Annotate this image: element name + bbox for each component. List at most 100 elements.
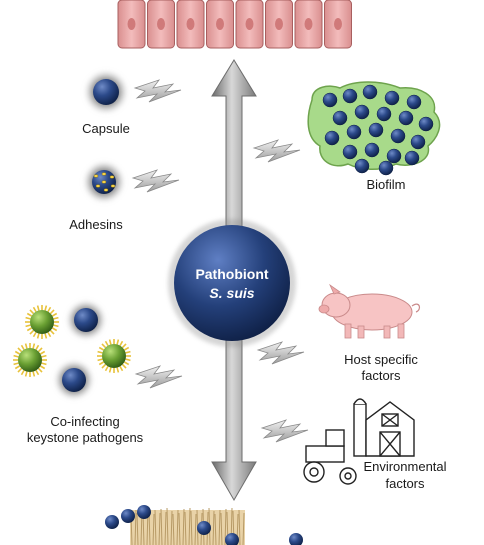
tissue-villus [188, 507, 191, 545]
pathogen-fimbria [24, 371, 28, 377]
biofilm-icon [307, 81, 441, 176]
biofilm-bacterium [376, 106, 392, 122]
pathogen-fimbria [121, 363, 127, 369]
pathogen-fimbria [123, 361, 130, 366]
lightning-bolt-icon [257, 341, 305, 365]
pathogen-fimbria [41, 354, 47, 358]
environmental-factors-label-line1: Environmental [363, 459, 447, 474]
species-label: S. suis [209, 285, 255, 301]
pathogen-fimbria [51, 312, 58, 317]
pathogen-fimbria [32, 306, 37, 313]
pathogen-fimbria [101, 343, 107, 349]
pathogen-fimbria [37, 347, 43, 353]
biofilm-bacterium [364, 142, 380, 158]
pathogen-fimbria [20, 369, 25, 376]
pathogen-fimbria [36, 305, 40, 311]
cell-nucleus [186, 18, 195, 30]
lightning-bolt-icon [253, 139, 301, 163]
cell-nucleus [127, 18, 136, 30]
pig-icon [318, 283, 421, 339]
tissue-villus [220, 512, 223, 545]
tissue-villus [152, 513, 155, 545]
tissue-villus [214, 513, 217, 545]
tissue-villus [160, 508, 163, 545]
biofilm-bacterium [404, 150, 420, 166]
tissue-villus [218, 509, 221, 545]
pathogen-fimbria [14, 350, 21, 355]
pathogen-fimbria [26, 312, 33, 317]
pathogen-fimbria [29, 309, 35, 315]
biofilm-bacterium [346, 124, 362, 140]
pathogen-fimbria [101, 363, 107, 369]
pathogen-fimbria [51, 327, 58, 332]
pathogen-fimbria [13, 354, 19, 358]
lightning-bolt-icon [135, 365, 183, 389]
biofilm-bacterium [322, 92, 338, 108]
adhesins-label: Adhesins [69, 217, 123, 232]
pathogen-fimbria [14, 365, 21, 370]
tissue-villus [154, 509, 157, 545]
biofilm-bacterium [384, 90, 400, 106]
biofilm-bacterium [378, 160, 394, 176]
pathogen-fimbria [49, 309, 55, 315]
coinfecting-pathogens-icon [13, 300, 131, 400]
blue-pathogen [62, 368, 86, 392]
tissue-villus [172, 513, 175, 545]
host-factors-label-line1: Host specific [344, 352, 418, 367]
capsule-bacterium-icon [84, 70, 128, 114]
pathogen-fimbria [35, 369, 40, 376]
green-pathogen [18, 348, 42, 372]
coinfecting-label-line1: Co-infecting [50, 414, 120, 429]
tissue-villus [170, 510, 173, 545]
blue-pathogen [74, 308, 98, 332]
tissue-bacterium [289, 533, 303, 545]
tissue-villus [134, 509, 137, 545]
pathogen-fimbria [119, 340, 124, 347]
pathogen-fimbria [123, 346, 130, 351]
pathogen-fimbria [25, 316, 31, 320]
pathogen-fimbria [20, 344, 25, 351]
cell-nucleus [157, 18, 165, 30]
biofilm-bacterium [398, 110, 414, 126]
pathogen-fimbria [108, 367, 112, 373]
pathogen-fimbria [104, 340, 109, 347]
pathobiont-label: Pathobiont [195, 266, 269, 282]
cell-nucleus [275, 18, 283, 30]
pathogen-fimbria [37, 367, 43, 373]
mucosal-tissue-layer [105, 505, 303, 545]
capsule-label: Capsule [82, 121, 130, 136]
cell-nucleus [304, 18, 313, 30]
environmental-factors-label-line2: factors [385, 476, 425, 491]
lightning-bolt-icon [132, 169, 180, 193]
cell-nucleus [216, 18, 224, 30]
pathogen-fimbria [17, 367, 23, 373]
pathogen-fimbria [44, 305, 48, 311]
biofilm-bacterium [418, 116, 434, 132]
tissue-bacterium [197, 521, 211, 535]
pathogen-fimbria [44, 333, 48, 339]
tissue-villus [136, 512, 139, 545]
tissue-bacterium [137, 505, 151, 519]
tissue-villus [190, 510, 193, 545]
biofilm-bacterium [406, 94, 422, 110]
tissue-villus [182, 508, 185, 545]
pathogen-fimbria [98, 346, 105, 351]
tissue-villus [176, 509, 179, 545]
lightning-bolt-icon [261, 419, 309, 443]
pathogen-fimbria [53, 324, 59, 328]
coinfecting-label-line2: keystone pathogens [26, 430, 144, 445]
cell-nucleus [245, 18, 254, 30]
pathogen-fimbria [119, 365, 124, 372]
pathogen-fimbria [39, 350, 46, 355]
biofilm-bacterium [342, 144, 358, 160]
tissue-villus [164, 511, 167, 545]
pathogen-fimbria [116, 339, 120, 345]
pathogen-fimbria [121, 343, 127, 349]
biofilm-bacterium [332, 110, 348, 126]
pathogen-fimbria [53, 316, 59, 320]
pathogen-fimbria [97, 350, 103, 354]
pathogen-fimbria [98, 361, 105, 366]
biofilm-bacterium [354, 104, 370, 120]
biofilm-bacterium [386, 148, 402, 164]
